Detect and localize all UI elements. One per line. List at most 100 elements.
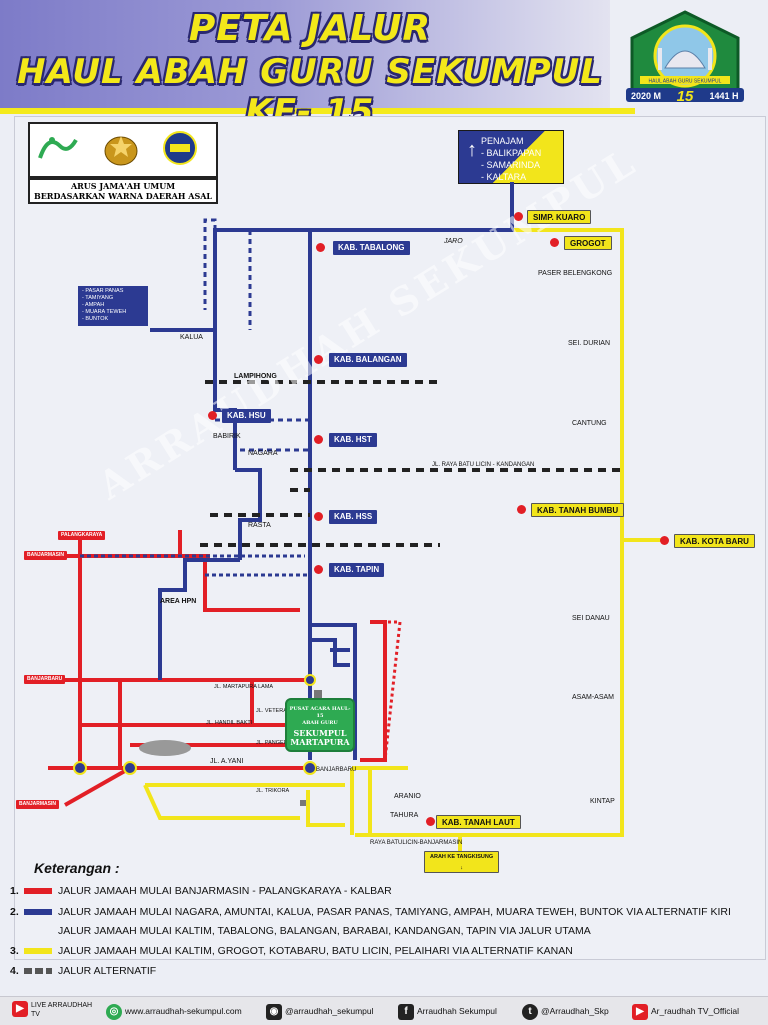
venue-line-1: PUSAT ACARA HAUL-15: [289, 706, 351, 719]
info-line-1: ARUS JAMA'AH UMUM: [70, 181, 176, 191]
title-underline: [0, 108, 635, 114]
footer-live: ▶LIVE ARRAUDHAH TV: [12, 1001, 102, 1021]
footer-twitter-text: @Arraudhah_Skp: [541, 1006, 609, 1016]
region-tag-tanah-bumbu: KAB. TANAH BUMBU: [531, 503, 625, 517]
location-dot: [314, 512, 323, 521]
region-tag-banjarmasin-2: BANJARMASIN: [16, 800, 59, 809]
legend-number: 3.: [10, 945, 19, 957]
location-dot: [316, 243, 325, 252]
info-line-2: BERDASARKAN WARNA DAERAH ASAL: [33, 191, 213, 201]
place-tahura: TAHURA: [390, 812, 419, 819]
place-jaro: JARO: [444, 238, 463, 245]
region-tag-hst: KAB. HST: [329, 433, 377, 447]
legend-swatch-dashed: [24, 968, 52, 975]
legend-item-4: 4. JALUR ALTERNATIF: [10, 962, 156, 980]
left-destination-line: - MUARA TEWEH: [82, 309, 127, 315]
road-trikora: JL. TRIKORA: [256, 788, 290, 794]
legend-title: Keterangan :: [34, 860, 120, 876]
region-tag-grogot: GROGOT: [564, 236, 612, 250]
mixed-dashed-route: [80, 554, 402, 761]
road-raya-batu-licin: JL. RAYA BATU LICIN - KANDANGAN: [432, 462, 535, 468]
blue-route: [150, 182, 514, 760]
legend-number: 2.: [10, 906, 19, 918]
facebook-icon: f: [398, 1003, 414, 1020]
location-dot: [550, 238, 559, 247]
legend-text: JALUR JAMAAH MULAI KALTIM, TABALONG, BAL…: [58, 925, 591, 937]
footer-website-text: www.arraudhah-sekumpul.com: [125, 1006, 242, 1016]
arraudhah-calligraphy-icon: [38, 137, 78, 159]
badge-number: 15: [677, 88, 694, 105]
legend-item-1: 1.JALUR JAMAAH MULAI BANJARMASIN - PALAN…: [10, 882, 392, 900]
footer-instagram[interactable]: ◉@arraudhah_sekumpul: [266, 1001, 374, 1021]
legend-item-2: 2. JALUR JAMAAH MULAI NAGARA, AMUNTAI, KA…: [10, 903, 731, 921]
road-martapura-lama: JL. MARTAPURA LAMA: [214, 684, 274, 690]
building-icon: [314, 690, 322, 698]
destination-line: - BALIKPAPAN: [481, 148, 542, 158]
region-tag-hsu: KAB. HSU: [222, 409, 271, 423]
left-destination-line: - AMPAH: [82, 302, 105, 308]
region-tag-tanah-laut: KAB. TANAH LAUT: [436, 815, 521, 829]
place-kintap: KINTAP: [590, 798, 615, 805]
page-title: PETA JALUR: [188, 8, 432, 49]
destination-line: - SAMARINDA: [481, 160, 541, 170]
place-banjarbaru: BANJARBARU: [316, 767, 357, 773]
road-raya-batulicin-bjm: RAYA BATULICIN-BANJARMASIN: [370, 840, 463, 846]
place-area-hpn: AREA HPN: [160, 598, 197, 605]
footer-website[interactable]: ◎www.arraudhah-sekumpul.com: [106, 1001, 242, 1021]
twitter-icon: t: [522, 1003, 538, 1020]
instagram-icon: ◉: [266, 1003, 282, 1020]
region-tag-banjarbaru: BANJARBARU: [24, 675, 66, 684]
region-tag-tangkisung: ARAH KE TANGKISUNG ↓: [424, 851, 500, 873]
venue-line-4: MARTAPURA: [290, 737, 350, 747]
legend-text: JALUR ALTERNATIF: [58, 965, 157, 977]
location-dot: [314, 355, 323, 364]
place-nagara: NAGARA: [248, 450, 278, 457]
venue-line-3: SEKUMPUL: [293, 728, 347, 738]
left-destination-line: - TAMIYANG: [82, 295, 114, 301]
left-destination-line: - PASAR PANAS: [82, 288, 124, 294]
red-route: [48, 530, 387, 807]
place-lampihong: LAMPIHONG: [234, 373, 277, 380]
footer-instagram-text: @arraudhah_sekumpul: [285, 1006, 374, 1016]
footer-live-label: LIVE ARRAUDHAH TV: [31, 1002, 93, 1018]
location-dot: [314, 435, 323, 444]
sponsor-logos: [28, 122, 218, 178]
legend-swatch-red: [24, 888, 52, 895]
destination-box: ↑ PENAJAM - BALIKPAPAN - SAMARINDA - KAL…: [458, 130, 564, 184]
info-box: ARUS JAMA'AH UMUM BERDASARKAN WARNA DAER…: [28, 178, 218, 204]
place-rasta: RASTA: [248, 522, 271, 529]
left-destination-box: - PASAR PANAS - TAMIYANG - AMPAH - MUARA…: [78, 286, 148, 326]
footer-youtube-text: Ar_raudhah TV_Official: [651, 1006, 740, 1016]
alternative-route: [200, 380, 622, 547]
footer-twitter[interactable]: t@Arraudhah_Skp: [522, 1001, 609, 1021]
footer-facebook-text: Arraudhah Sekumpul: [417, 1006, 497, 1016]
footer-bar: ▶LIVE ARRAUDHAH TV ◎www.arraudhah-sekump…: [0, 996, 768, 1025]
location-dot: [208, 411, 217, 420]
legend-text: JALUR JAMAAH MULAI NAGARA, AMUNTAI, KALU…: [58, 906, 731, 918]
place-asam-asam: ASAM-ASAM: [572, 694, 615, 701]
legend-item-2b: JALUR JAMAAH MULAI KALTIM, TABALONG, BAL…: [58, 922, 591, 940]
region-tag-palangkaraya: PALANGKARAYA: [58, 531, 106, 540]
banjarbaru-field: [139, 740, 191, 756]
place-sei-danau: SEI DANAU: [572, 615, 610, 622]
arrow-up-icon: ↑: [467, 139, 477, 161]
region-tag-balangan: KAB. BALANGAN: [329, 353, 407, 367]
region-tag-simp-kuaro: SIMP. KUARO: [527, 210, 592, 224]
footer-youtube[interactable]: ▶Ar_raudhah TV_Official: [632, 1001, 739, 1021]
region-tag-tabalong: KAB. TABALONG: [333, 241, 410, 255]
badge-caption: HAUL ABAH GURU SEKUMPUL: [649, 79, 722, 85]
live-tv-icon: ▶: [12, 1001, 28, 1017]
place-cantung: CANTUNG: [572, 420, 607, 427]
road-pangeran: JL. PANGERAN: [256, 740, 296, 746]
location-dot: [314, 565, 323, 574]
legend-text: JALUR JAMAAH MULAI KALTIM, GROGOT, KOTAB…: [58, 945, 573, 957]
youtube-icon: ▶: [632, 1003, 648, 1020]
arrow-down-icon: ↓: [460, 865, 463, 871]
globe-icon: ◎: [106, 1003, 122, 1020]
road-veteran: JL. VETERAN: [256, 708, 291, 714]
legend-number: 4.: [10, 965, 19, 977]
tangkisung-label: ARAH KE TANGKISUNG: [430, 854, 494, 860]
destination-line: - KALTARA: [481, 172, 527, 182]
legend-swatch-blue: [24, 909, 52, 916]
